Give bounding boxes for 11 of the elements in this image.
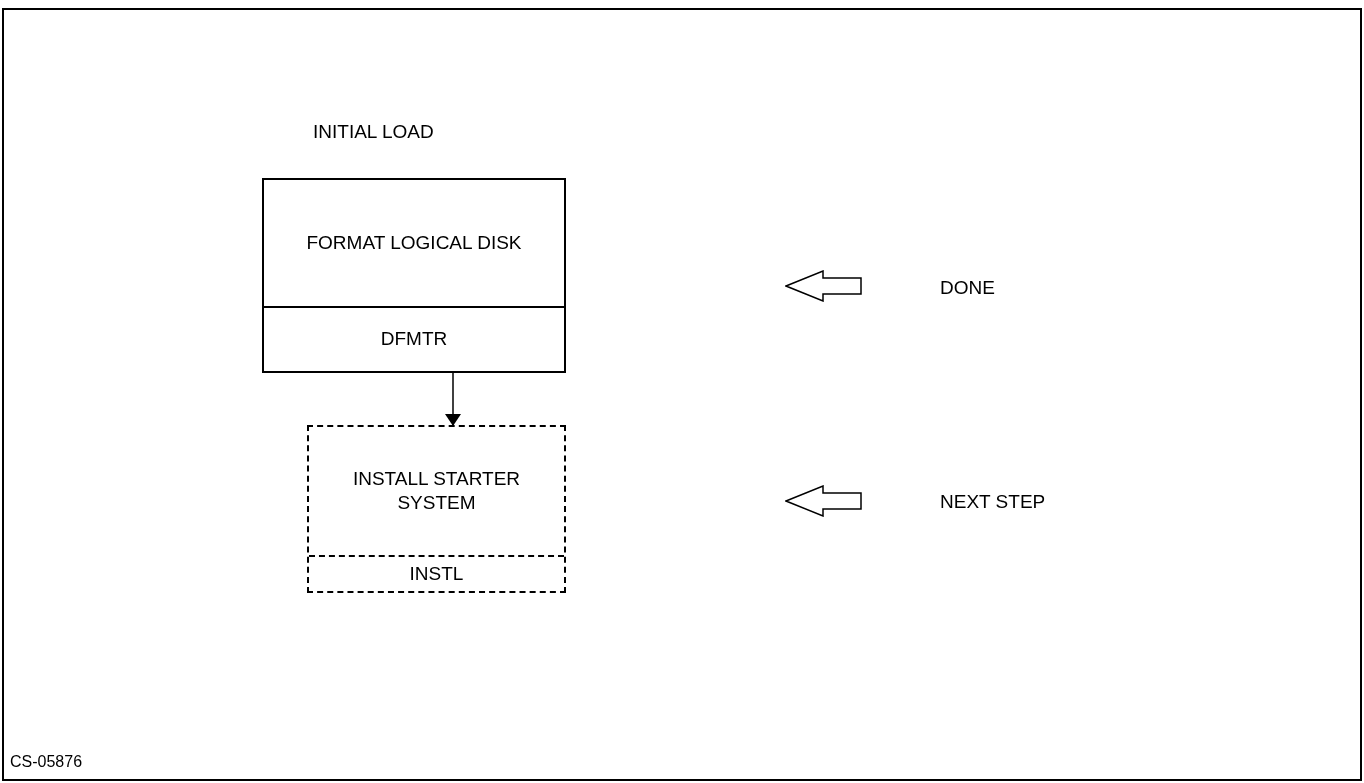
step-title: FORMAT LOGICAL DISK bbox=[305, 231, 523, 255]
program-name: INSTL bbox=[409, 561, 464, 586]
process-box bbox=[307, 425, 566, 593]
step-title: INSTALL STARTER SYSTEM bbox=[351, 467, 522, 515]
title: INITIAL LOAD bbox=[313, 120, 434, 144]
figure-number: CS-05876 bbox=[10, 752, 83, 772]
process-box bbox=[262, 178, 566, 373]
status-label: NEXT STEP bbox=[940, 490, 1046, 514]
status-label: DONE bbox=[940, 276, 995, 300]
arrow bbox=[445, 372, 461, 426]
program-name: DFMTR bbox=[380, 327, 448, 352]
